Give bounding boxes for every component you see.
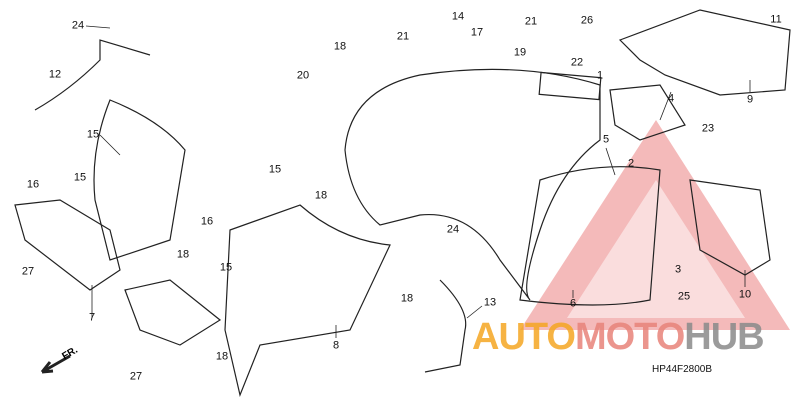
part-label: 24	[71, 19, 85, 32]
part-label: 27	[129, 370, 143, 383]
part-label: 18	[333, 40, 347, 53]
part-label: 5	[602, 133, 610, 146]
part-label: 18	[176, 248, 190, 261]
part-label: 16	[200, 215, 214, 228]
part-label: 15	[73, 171, 87, 184]
part-label: 2	[627, 157, 635, 170]
tray-22	[538, 71, 602, 101]
part-label: 16	[26, 178, 40, 191]
part-label: 26	[580, 14, 594, 27]
tool-box-10	[689, 179, 771, 276]
fr-arrow	[40, 354, 71, 374]
watermark-auto: AUTO	[472, 316, 576, 358]
watermark: AUTOMOTOHUB	[472, 316, 765, 358]
part-label: 3	[674, 263, 682, 276]
part-label: 15	[219, 261, 233, 274]
left-footrest-guard	[14, 199, 121, 291]
left-footrest-upper	[93, 99, 186, 261]
part-label: 17	[470, 26, 484, 39]
part-label: 13	[483, 296, 497, 309]
part-label: 9	[746, 93, 754, 106]
part-label: 18	[215, 350, 229, 363]
part-label: 22	[570, 56, 584, 69]
part-label: 14	[451, 10, 465, 23]
watermark-moto: MOTO	[574, 316, 685, 358]
mud-guard-7	[124, 279, 222, 346]
part-label: 4	[667, 92, 675, 105]
part-label: 19	[513, 46, 527, 59]
part-label: 15	[86, 128, 100, 141]
part-label: 15	[268, 163, 282, 176]
part-label: 8	[332, 339, 340, 352]
rod-13	[424, 279, 467, 373]
rod-12	[34, 39, 151, 111]
drawing-code: HP44F2800B	[652, 364, 713, 375]
part-label: 18	[314, 189, 328, 202]
watermark-hub: HUB	[684, 316, 764, 358]
part-label: 24	[446, 223, 460, 236]
leader-lines	[85, 25, 751, 338]
watermark-triangle-inner	[567, 180, 745, 318]
part-label: 11	[770, 13, 782, 26]
part-label: 6	[569, 297, 577, 310]
cover-9	[618, 9, 791, 96]
part-label: 21	[396, 30, 410, 43]
rear-fender	[344, 68, 601, 301]
part-label: 10	[738, 288, 752, 301]
part-label: 12	[48, 68, 62, 81]
part-label: 25	[677, 290, 691, 303]
part-label: 18	[400, 292, 414, 305]
right-footrest	[224, 204, 391, 398]
rear-fender-lower	[519, 166, 661, 306]
part-label: 21	[524, 15, 538, 28]
part-label: 7	[88, 311, 96, 324]
part-label: 1	[596, 69, 604, 82]
bracket-4	[609, 84, 686, 141]
part-label: 20	[296, 69, 310, 82]
part-label: 23	[701, 122, 715, 135]
part-label: 27	[21, 265, 35, 278]
